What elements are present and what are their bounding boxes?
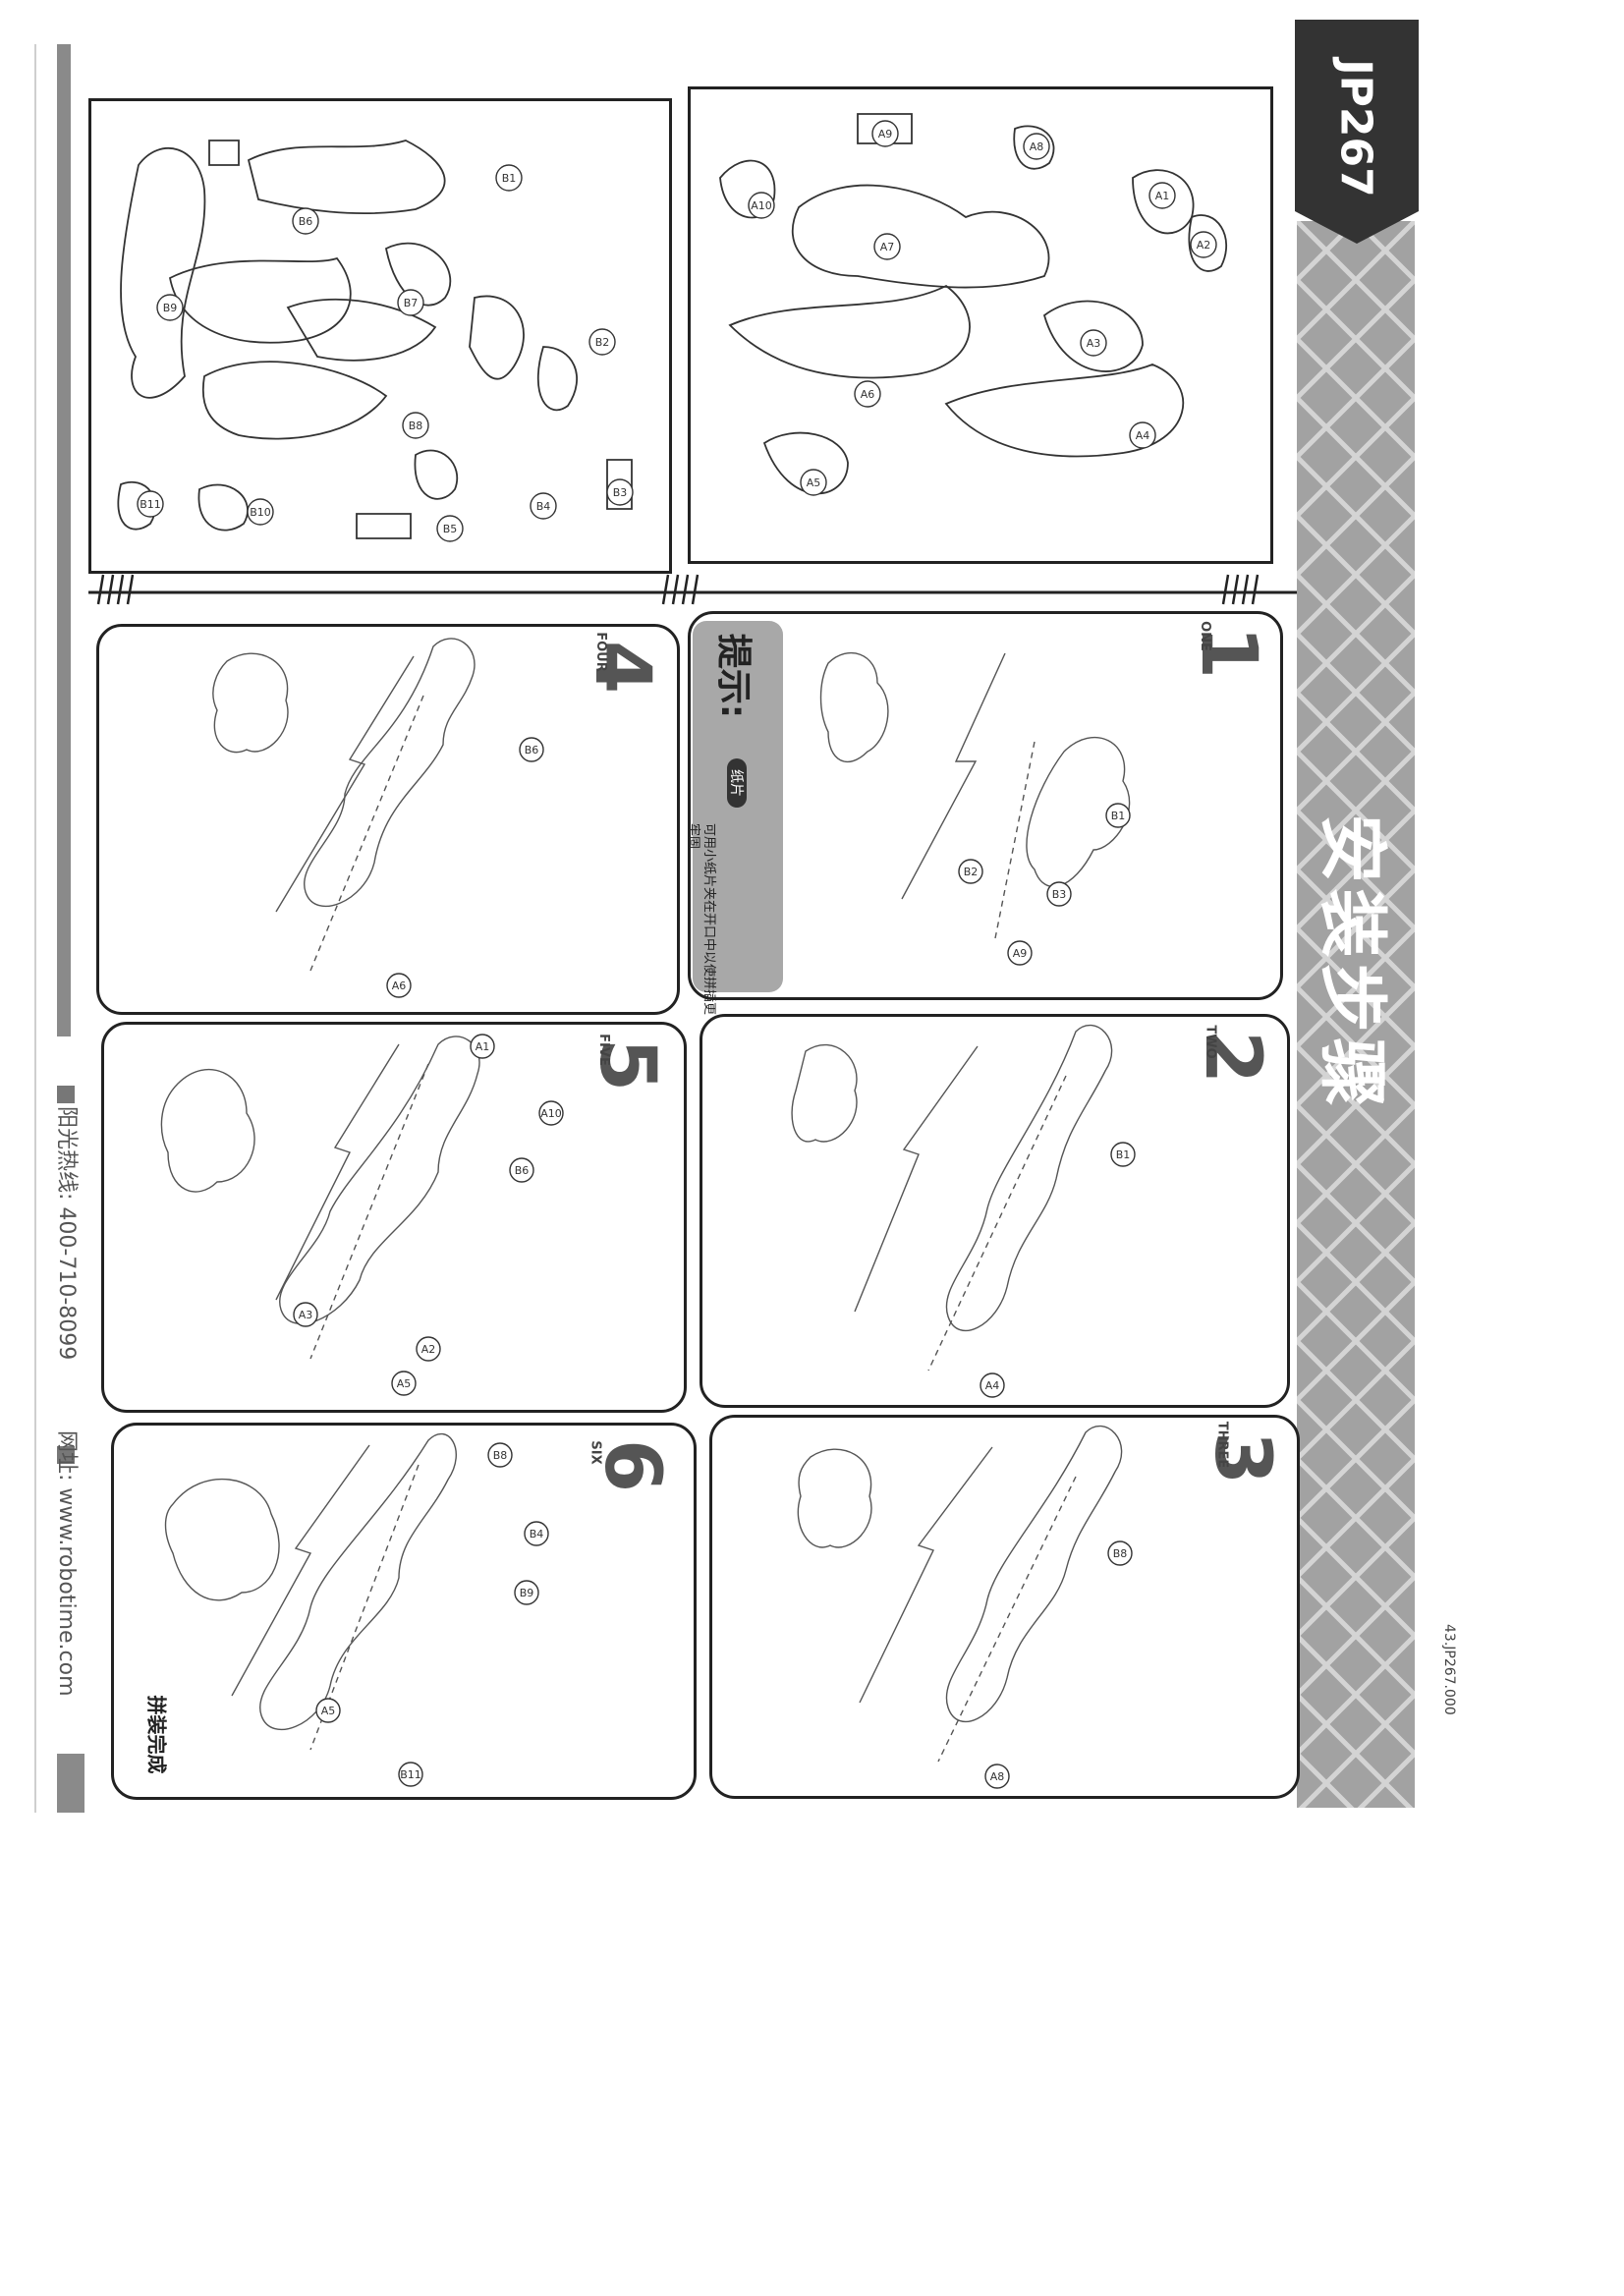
footer-website: 网址: www.robotime.com (53, 1430, 84, 1764)
step-2-illustration: B1 A4 (702, 1017, 1287, 1405)
parts-sheet-b-drawing: B1 B2 B3 B4 B5 B6 B7 B8 B9 B10 B11 (91, 101, 669, 571)
tip-box: 提示: 纸片 可用小纸片夹在开口中以使拼插更牢固 (693, 621, 783, 992)
step-label: A1 (476, 1040, 490, 1053)
footer-square-1 (57, 1086, 75, 1103)
sheet-b-label: B1 (502, 172, 517, 185)
tip-paper-label: 纸片 (727, 758, 747, 808)
sheet-a-label: A3 (1087, 337, 1101, 350)
step-label: B11 (400, 1768, 421, 1781)
step-panel-3: 3 THREE B8 A8 (709, 1415, 1300, 1799)
document-code: 43.JP267.000 (1441, 1624, 1457, 1771)
step-6-illustration: B8 B4 B9 A5 B11 (114, 1426, 694, 1797)
step-panel-4: 4 FOUR B6 A6 (96, 624, 680, 1015)
step-label: A8 (990, 1770, 1005, 1783)
sheet-a-label: A5 (807, 476, 821, 489)
step-label: A10 (540, 1107, 562, 1120)
step-label: B9 (520, 1587, 534, 1599)
sheet-b-label: B4 (536, 500, 551, 513)
sheet-a-label: A7 (880, 241, 895, 253)
step-label: A5 (321, 1705, 336, 1717)
step-panel-6: 6 SIX B8 B4 B9 A5 B11 拼装完成 (111, 1423, 697, 1800)
sheet-a-label: A6 (861, 388, 875, 401)
parts-sheet-a: A1 A2 A3 A4 A5 A6 A7 A8 A9 A10 (688, 86, 1273, 564)
sheet-b-label: B2 (595, 336, 610, 349)
step-label: B6 (525, 744, 539, 756)
website-label: 网址: (54, 1430, 79, 1481)
tip-heading: 提示: (711, 622, 762, 730)
parts-sheet-a-drawing: A1 A2 A3 A4 A5 A6 A7 A8 A9 A10 (691, 89, 1270, 561)
sheet-b-label: B7 (404, 297, 419, 309)
hotline-label: 阳光热线: (54, 1106, 79, 1200)
model-number: JP267 (1331, 50, 1381, 207)
footer-bar (57, 1754, 84, 1813)
step-5-illustration: A1 A10 B6 A3 A2 A5 (104, 1025, 684, 1410)
website-url: www.robotime.com (54, 1487, 79, 1696)
step-panel-2: 2 TWO B1 A4 (700, 1014, 1290, 1408)
step-label: B8 (1113, 1547, 1128, 1560)
step-4-illustration: B6 A6 (99, 627, 677, 1012)
cut-divider (88, 560, 1297, 609)
footer-hotline: 阳光热线: 400-710-8099 (53, 1106, 84, 1401)
step-3-illustration: B8 A8 (712, 1418, 1297, 1796)
step-label: B6 (515, 1164, 530, 1177)
page-title: 安装步骤 (1309, 807, 1408, 1121)
step-label: B1 (1116, 1148, 1131, 1161)
left-margin-strip (57, 44, 71, 1036)
sheet-a-label: A9 (878, 128, 893, 140)
step-label: B1 (1111, 810, 1126, 822)
step-label: B3 (1052, 888, 1067, 901)
step-label: A5 (397, 1377, 412, 1390)
sheet-b-label: B5 (443, 523, 458, 535)
sheet-b-label: B6 (299, 215, 313, 228)
assembly-complete-label: 拼装完成 (144, 1686, 173, 1784)
sheet-a-label: A4 (1136, 429, 1150, 442)
step-label: A6 (392, 980, 407, 992)
sheet-b-label: B8 (409, 420, 423, 432)
left-margin-line (34, 44, 36, 1813)
tip-text: 可用小纸片夹在开口中以使拼插更牢固 (685, 823, 716, 1020)
step-label: B8 (493, 1449, 508, 1462)
hotline-number: 400-710-8099 (54, 1206, 79, 1360)
step-label: A9 (1013, 947, 1028, 960)
sheet-a-label: A2 (1197, 239, 1211, 252)
sheet-a-label: A10 (751, 199, 772, 212)
step-panel-5: 5 FIVE A1 A10 B6 A3 A2 A5 (101, 1022, 687, 1413)
sheet-a-label: A8 (1030, 140, 1044, 153)
sheet-b-label: B10 (250, 506, 271, 519)
step-label: A2 (421, 1343, 436, 1356)
step-label: B2 (964, 866, 979, 878)
sheet-a-label: A1 (1155, 190, 1170, 202)
sheet-b-label: B3 (613, 486, 628, 499)
step-label: A4 (985, 1379, 1000, 1392)
sheet-b-label: B9 (163, 302, 178, 314)
parts-sheet-b: B1 B2 B3 B4 B5 B6 B7 B8 B9 B10 B11 (88, 98, 672, 574)
step-label: A3 (299, 1309, 313, 1321)
step-label: B4 (530, 1528, 544, 1540)
sheet-b-label: B11 (140, 498, 161, 511)
